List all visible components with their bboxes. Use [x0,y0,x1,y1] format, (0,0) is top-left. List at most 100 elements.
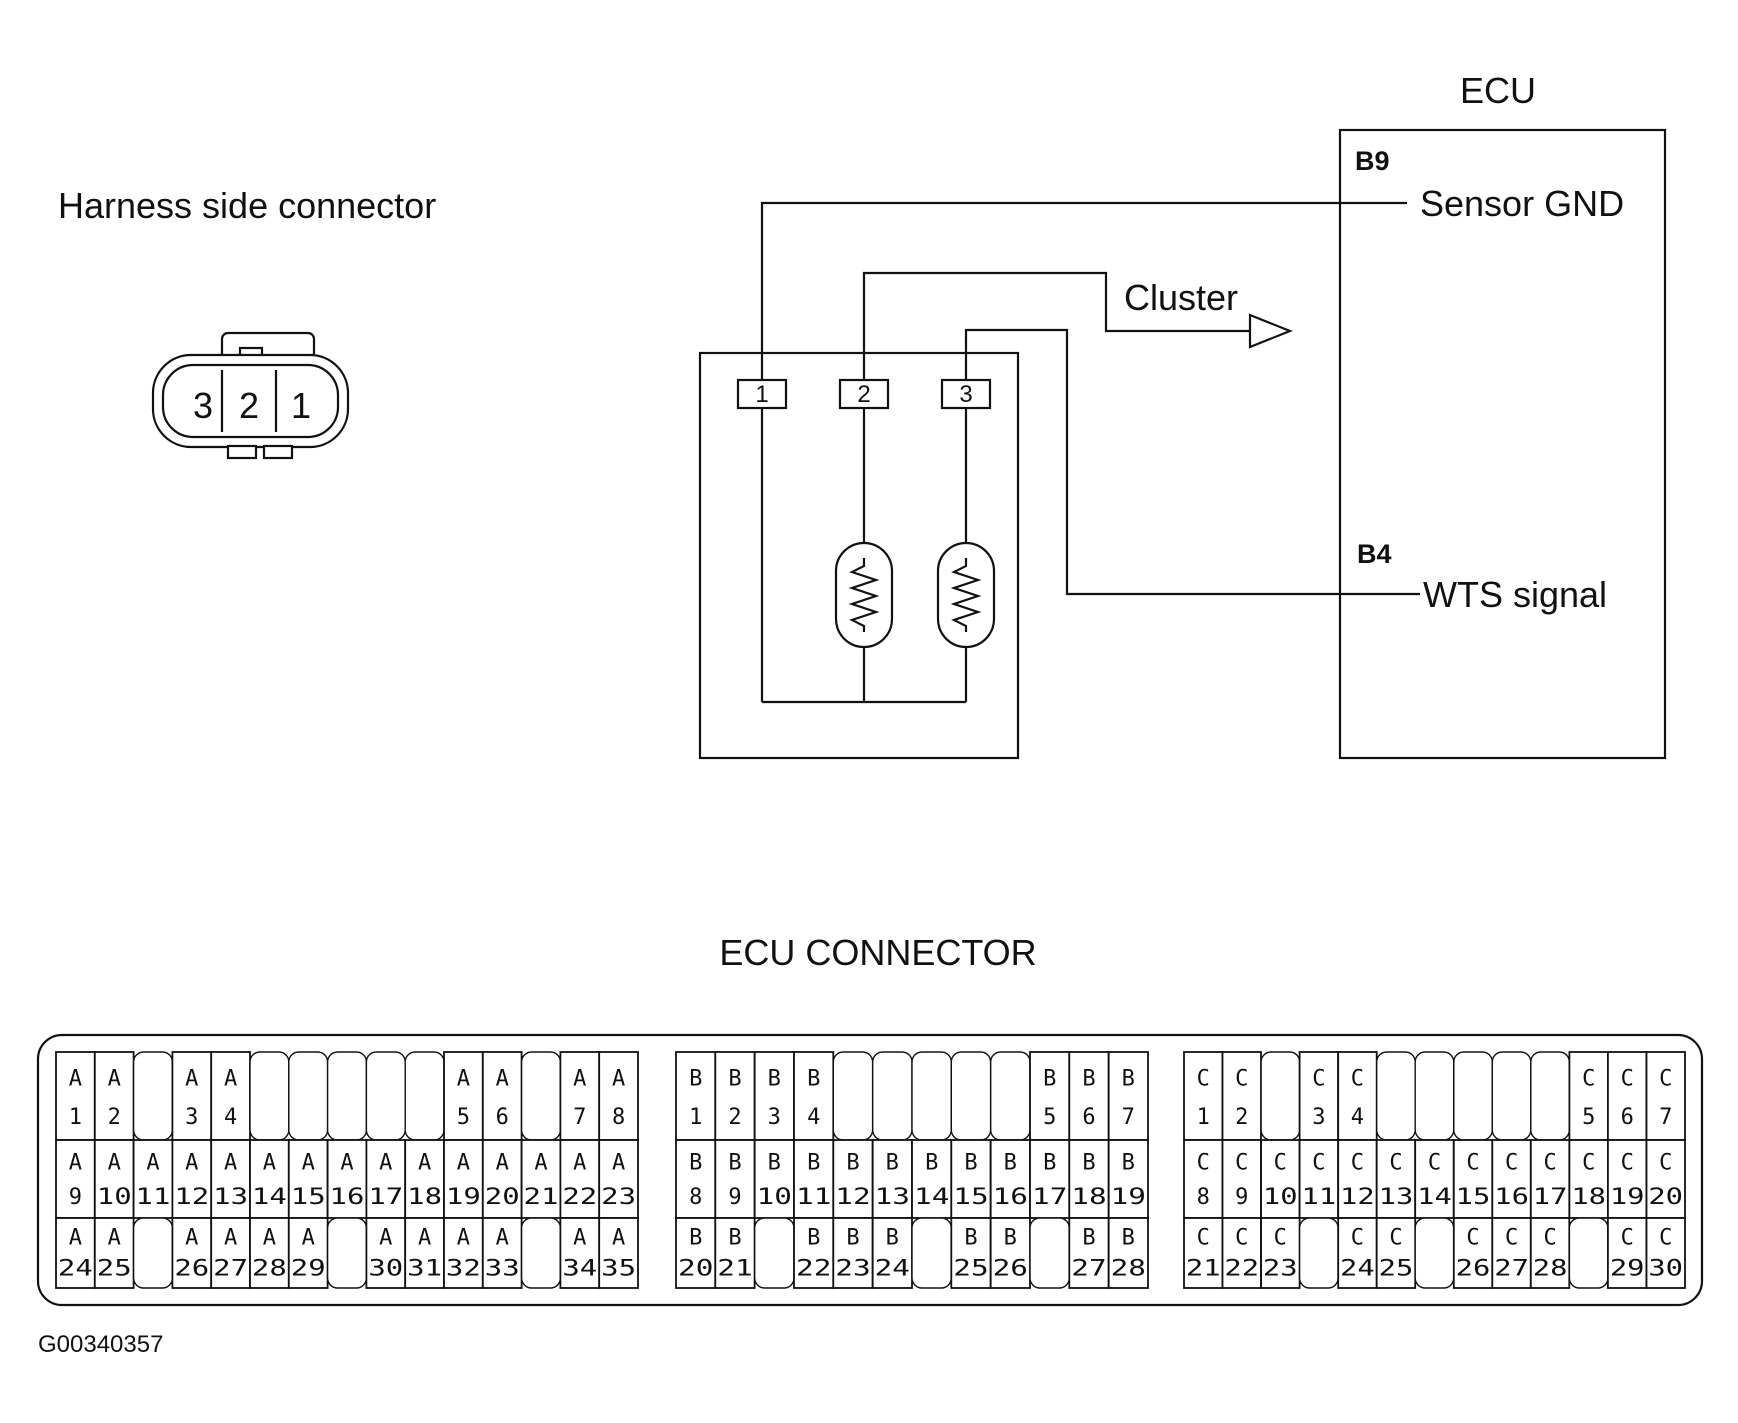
connector-key-slot [132,1051,174,1141]
connector-pin-letter: A [612,1226,625,1251]
connector-pin-letter: B [1043,1066,1056,1091]
connector-pin-number: 24 [875,1256,910,1281]
thermistor-icon [936,541,996,649]
connector-pin-cell [1568,1139,1609,1219]
wiring [760,201,1420,704]
connector-pin-letter: C [1274,1226,1287,1251]
connector-pin-cell [55,1217,96,1289]
connector-pin-number: 21 [717,1256,752,1281]
connector-pin-letter: C [1621,1151,1634,1176]
connector-pin-number: 7 [573,1105,586,1130]
connector-pin-number: 34 [562,1256,597,1281]
connector-pin-letter: C [1197,1151,1210,1176]
connector-pin-number: 8 [612,1105,625,1130]
connector-pin-number: 23 [601,1185,636,1210]
connector-pin-number: 17 [1533,1185,1568,1210]
connector-pin-number: 25 [953,1256,988,1281]
connector-pin-letter: C [1235,1226,1248,1251]
connector-pin-number: 14 [252,1185,287,1210]
connector-pin-letter: B [1082,1151,1095,1176]
connector-pin-cell [481,1217,523,1289]
figure-id: G00340357 [38,1331,163,1358]
connector-pin-cell [481,1139,523,1219]
sensor-pin-box-2 [838,378,890,410]
connector-pin-letter: A [69,1066,82,1091]
connector-pin-letter: C [1389,1151,1402,1176]
connector-pin-number: 6 [496,1105,509,1130]
connector-pin-letter: B [1122,1066,1135,1091]
connector-pin-letter: B [1122,1226,1135,1251]
connector-pin-letter: C [1351,1066,1364,1091]
connector-key-slot [1375,1051,1416,1141]
harness-pin-1: 1 [291,385,311,426]
connector-pin-letter: B [846,1151,859,1176]
connector-pin-number: 19 [1610,1185,1645,1210]
connector-key-slot [288,1051,329,1141]
connector-pin-number: 28 [1111,1256,1146,1281]
connector-pin-letter: B [689,1226,702,1251]
thermistor-icon [834,541,894,649]
connector-pin-letter: C [1659,1151,1672,1176]
cluster-label: Cluster [1124,277,1238,318]
connector-pin-number: 27 [1071,1256,1106,1281]
connector-pin-letter: B [964,1226,977,1251]
ecu-title: ECU [1460,70,1536,111]
connector-pin-number: 11 [136,1185,171,1210]
ecu-connector-title: ECU CONNECTOR [719,932,1036,973]
connector-pin-letter: C [1312,1151,1325,1176]
connector-pin-letter: A [573,1226,586,1251]
connector-pin-number: 25 [1379,1256,1414,1281]
connector-pin-cell [1491,1217,1532,1289]
connector-pin-cell [171,1217,213,1289]
connector-pin-cell [481,1051,523,1141]
connector-pin-letter: A [573,1151,586,1176]
connector-pin-cell [598,1217,639,1289]
connector-pin-letter: A [69,1151,82,1176]
connector-pin-number: 14 [914,1185,949,1210]
connector-pin-number: 3 [768,1105,781,1130]
connector-pin-letter: A [108,1151,121,1176]
sensor-pin-box-3 [940,378,992,410]
connector-key-slot [1414,1217,1455,1289]
connector-pin-letter: C [1235,1066,1248,1091]
connector-pin-letter: C [1274,1151,1287,1176]
connector-pin-number: 12 [835,1185,870,1210]
connector-key-slot [1491,1051,1532,1141]
connector-pin-cell [793,1139,835,1219]
connector-pin-cell [1337,1217,1378,1289]
connector-pin-number: 30 [368,1256,403,1281]
connector-pin-number: 13 [875,1185,910,1210]
connector-pin-letter: A [612,1151,625,1176]
connector-pin-letter: B [689,1066,702,1091]
connector-pin-cell [989,1139,1031,1219]
connector-key-slot [911,1051,952,1141]
connector-key-slot [326,1051,368,1141]
connector-pin-cell [520,1139,562,1219]
connector-pin-cell [714,1051,756,1141]
connector-pin-number: 19 [446,1185,481,1210]
connector-pin-number: 20 [1648,1185,1683,1210]
connector-pin-number: 12 [1340,1185,1375,1210]
harness-connector-icon [151,331,350,460]
connector-pin-number: 12 [174,1185,209,1210]
ecu-box [1338,128,1667,760]
connector-pin-number: 15 [1456,1185,1491,1210]
connector-pin-cell [1375,1139,1417,1219]
connector-pin-number: 2 [728,1105,741,1130]
connector-pin-letter: A [379,1151,392,1176]
connector-pin-number: 8 [1197,1185,1210,1210]
harness-pin-3: 3 [193,385,213,426]
connector-pin-letter: A [573,1066,586,1091]
connector-pin-letter: C [1466,1226,1479,1251]
connector-pin-letter: A [496,1226,509,1251]
connector-pin-letter: B [807,1066,820,1091]
connector-pin-cell [1068,1051,1110,1141]
connector-pin-letter: A [224,1066,237,1091]
connector-pin-number: 18 [1571,1185,1606,1210]
connector-pin-cell [1645,1139,1686,1219]
ecu-pin-b9: B9 [1355,146,1390,176]
sensor-pin-2-label: 2 [857,381,870,408]
connector-pin-number: 13 [1379,1185,1414,1210]
connector-pin-letter: A [185,1151,198,1176]
connector-pin-number: 21 [1186,1256,1221,1281]
